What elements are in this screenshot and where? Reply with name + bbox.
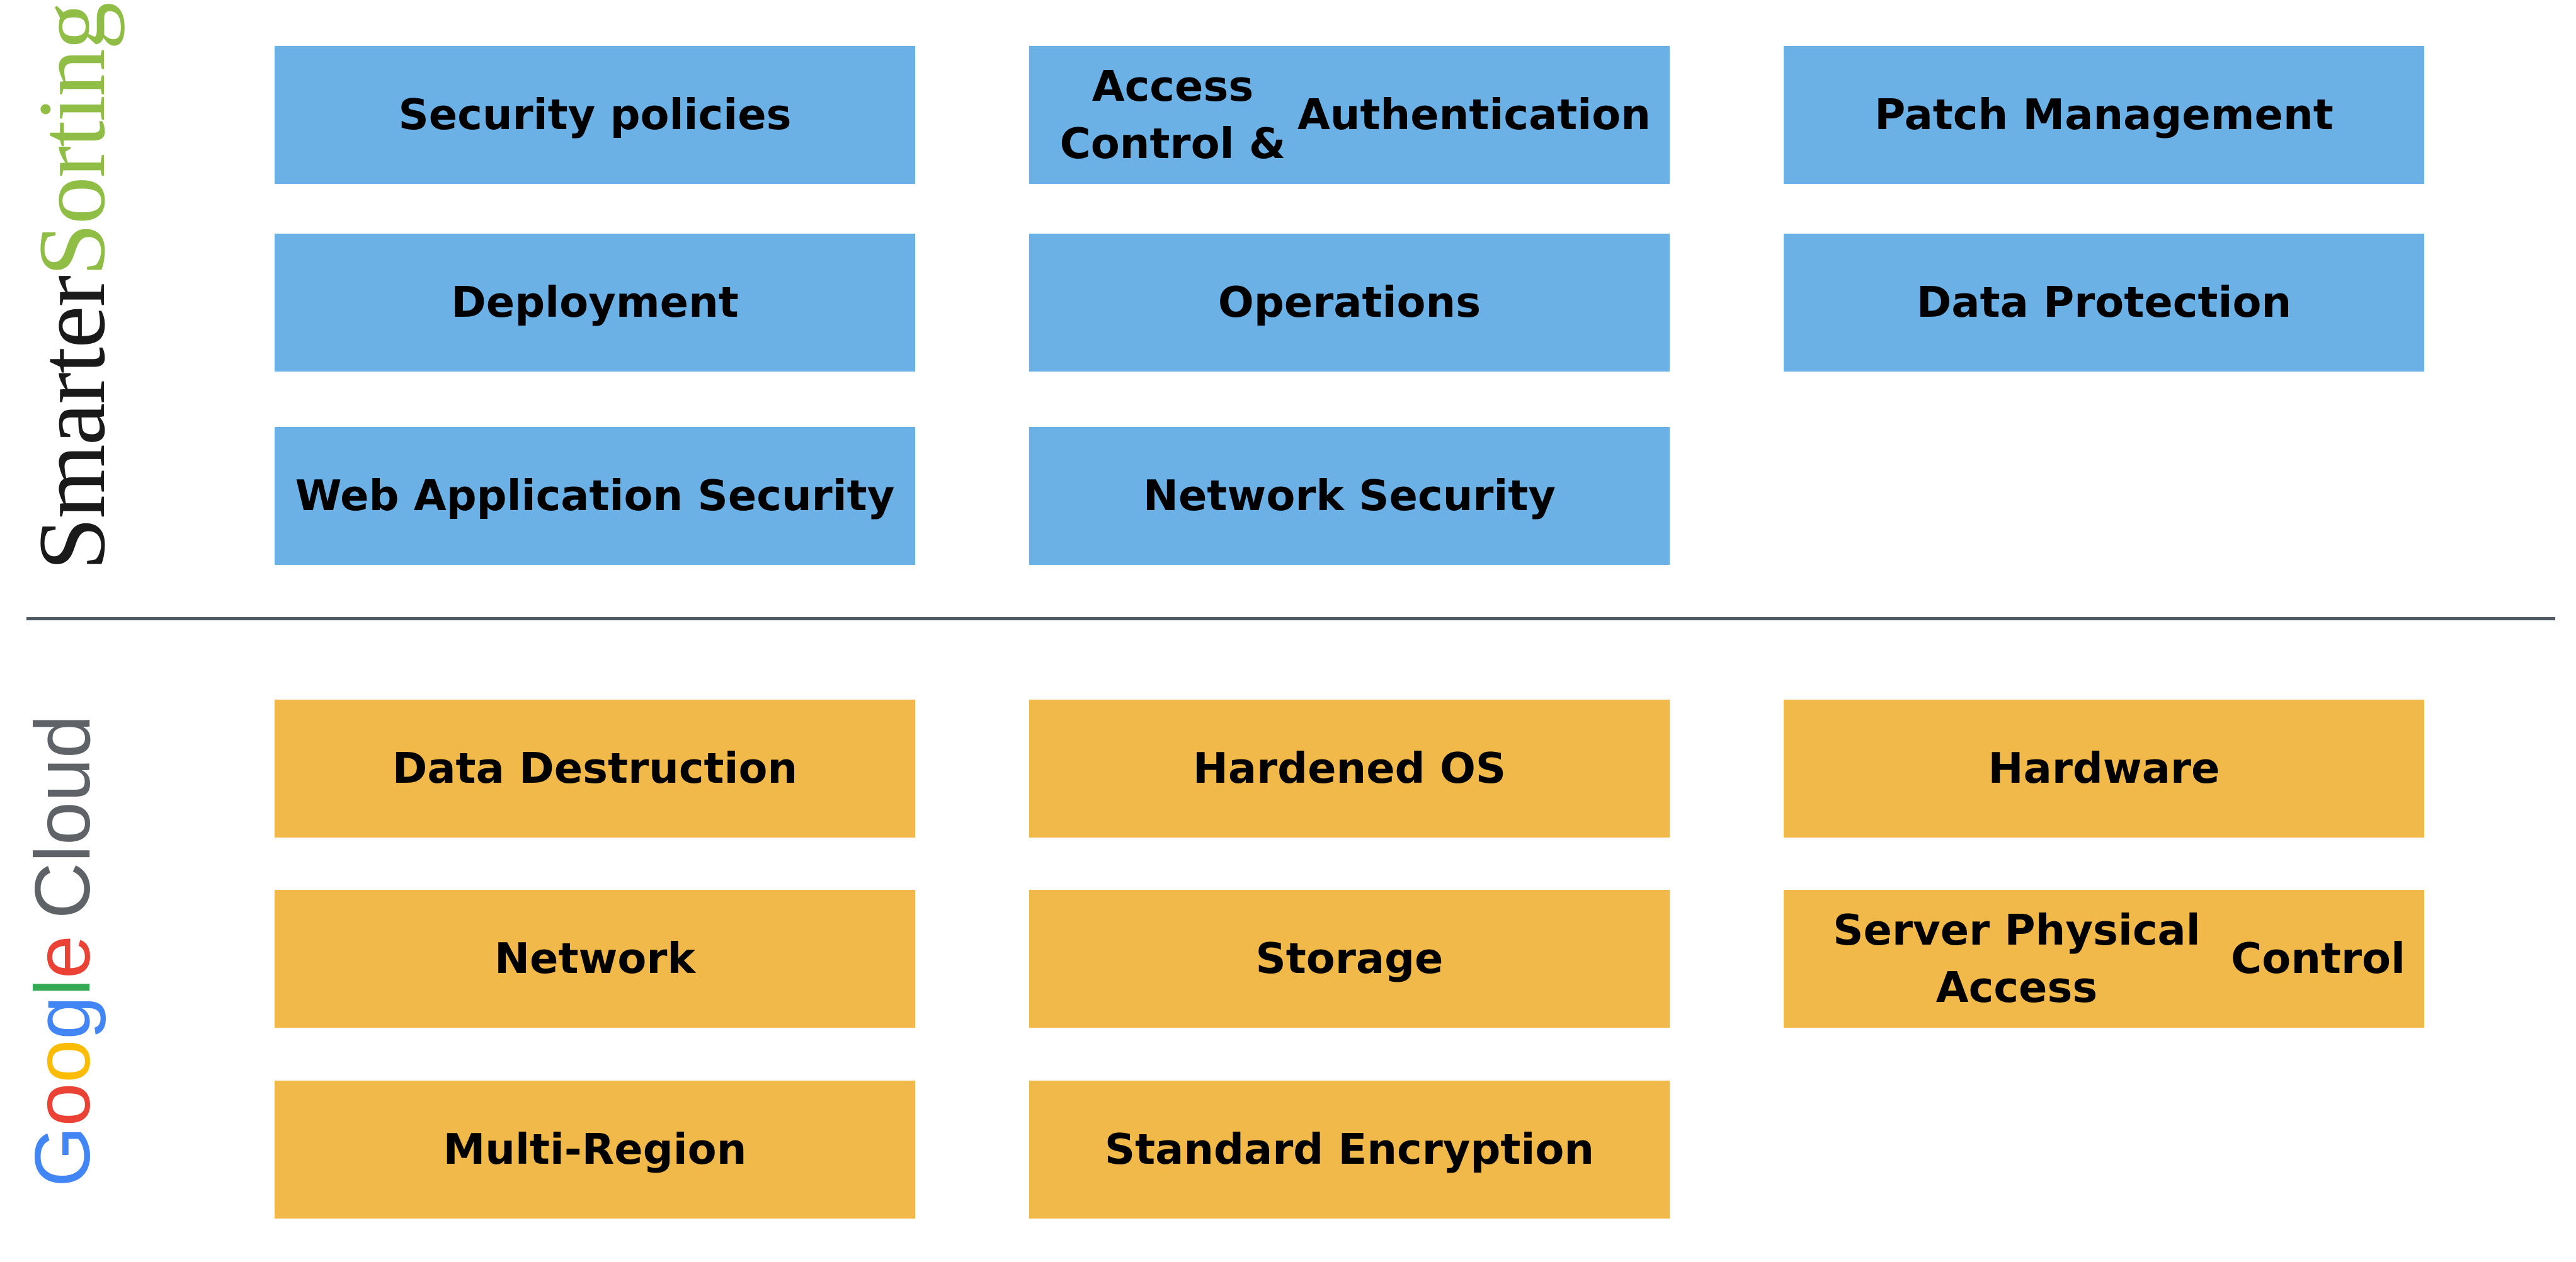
box-label-line: Web Application Security (295, 471, 895, 521)
top-box-network-security: Network Security (1029, 427, 1670, 565)
bottom-box-standard-encryption: Standard Encryption (1029, 1081, 1670, 1219)
top-box-patch-management: Patch Management (1784, 46, 2424, 184)
box-label-line: Patch Management (1874, 90, 2334, 140)
logo-word-smarter: Smarter (19, 276, 125, 571)
top-box-data-protection: Data Protection (1784, 234, 2424, 372)
box-label-line: Access Control & (1059, 62, 1286, 168)
logo-letter: o (20, 1083, 106, 1127)
box-label-line: Server Physical Access (1833, 906, 2201, 1012)
bottom-box-network: Network (275, 890, 915, 1028)
bottom-box-hardware: Hardware (1784, 700, 2424, 838)
box-label-line: Security policies (398, 90, 792, 140)
top-box-web-application-security: Web Application Security (275, 427, 915, 565)
box-label-line: Hardware (1988, 744, 2220, 793)
logo-word-sorting: Sorting (19, 3, 125, 276)
logo-letter: l (20, 979, 106, 996)
bottom-box-server-physical-access-control: Server Physical Access Control (1784, 890, 2424, 1028)
box-label-line: Standard Encryption (1104, 1125, 1595, 1174)
top-box-security-policies: Security policies (275, 46, 915, 184)
bottom-box-storage: Storage (1029, 890, 1670, 1028)
box-label-line: Operations (1217, 278, 1481, 327)
box-label-line: Data Destruction (392, 744, 798, 793)
section-divider (26, 617, 2555, 620)
top-box-access-control: Access Control &Authentication (1029, 46, 1670, 184)
top-box-operations: Operations (1029, 234, 1670, 372)
logo-word-cloud: Cloud (20, 715, 106, 919)
box-label-line: Hardened OS (1192, 744, 1507, 793)
box-label-line: Network Security (1143, 471, 1556, 521)
top-box-deployment: Deployment (275, 234, 915, 372)
logo-letter: o (20, 1039, 106, 1083)
bottom-box-multi-region: Multi-Region (275, 1081, 915, 1219)
logo-letter: G (20, 1126, 106, 1187)
box-label-line: Authentication (1297, 90, 1651, 140)
logo-word-google: Google (20, 935, 106, 1187)
box-label-line: Data Protection (1916, 278, 2292, 327)
google-cloud-logo: Google Cloud (20, 715, 106, 1187)
box-label-line: Control (2231, 934, 2405, 984)
logo-letter: g (20, 996, 106, 1040)
box-label-line: Deployment (451, 278, 739, 327)
box-label-line: Network (494, 934, 696, 984)
logo-letter: e (20, 935, 106, 979)
bottom-box-data-destruction: Data Destruction (275, 700, 915, 838)
bottom-box-hardened-os: Hardened OS (1029, 700, 1670, 838)
box-label-line: Storage (1255, 934, 1444, 984)
box-label-line: Multi-Region (443, 1125, 747, 1174)
smartersorting-logo: SmarterSortingR (19, 0, 125, 571)
